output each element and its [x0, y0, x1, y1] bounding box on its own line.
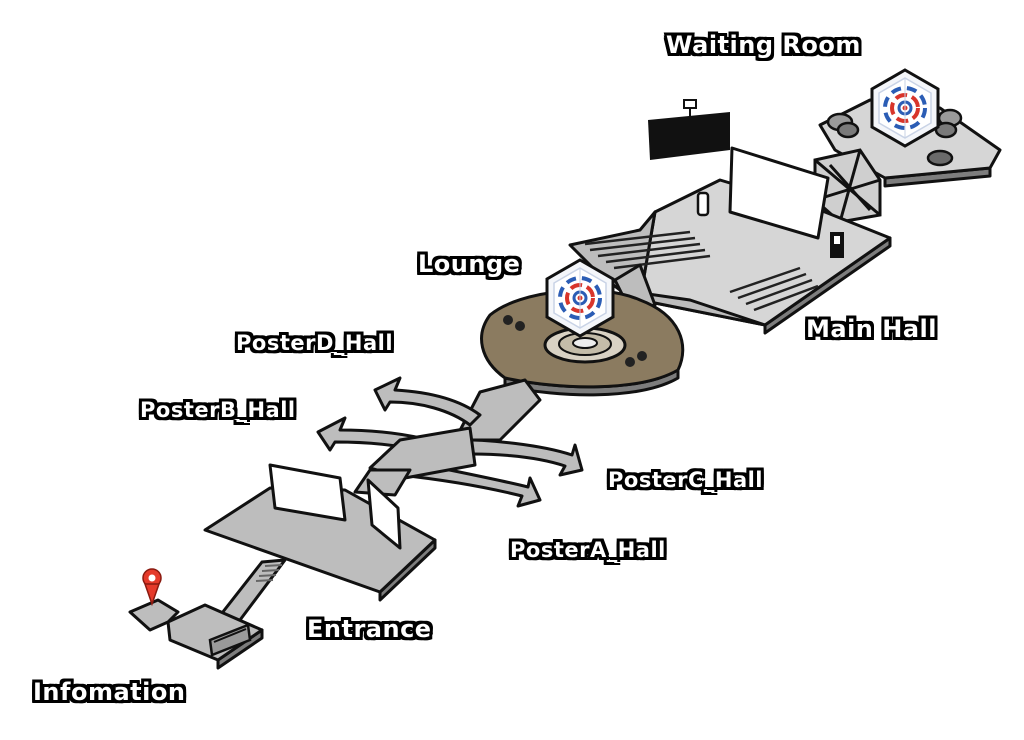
- poster-d-hall[interactable]: [373, 376, 482, 427]
- label-lounge[interactable]: Lounge: [418, 250, 521, 278]
- entrance-area[interactable]: [203, 463, 437, 602]
- label-waiting-room[interactable]: Waiting Room: [666, 31, 861, 59]
- information-area[interactable]: [128, 598, 264, 670]
- label-main-hall[interactable]: Main Hall: [806, 315, 937, 343]
- poster-junction: [368, 426, 477, 480]
- label-posterC-hall[interactable]: PosterC_Hall: [608, 468, 764, 492]
- label-posterA-hall[interactable]: PosterA_Hall: [510, 538, 666, 562]
- label-posterB-hall[interactable]: PosterB_Hall: [140, 398, 296, 422]
- label-information[interactable]: Infomation: [33, 678, 186, 706]
- label-entrance[interactable]: Entrance: [307, 615, 432, 643]
- location-pin-icon[interactable]: [142, 568, 162, 607]
- label-posterD-hall[interactable]: PosterD_Hall: [236, 331, 394, 355]
- entrance-connector: [353, 468, 412, 497]
- poster-c-hall[interactable]: [438, 438, 584, 477]
- lounge-area[interactable]: [480, 288, 685, 397]
